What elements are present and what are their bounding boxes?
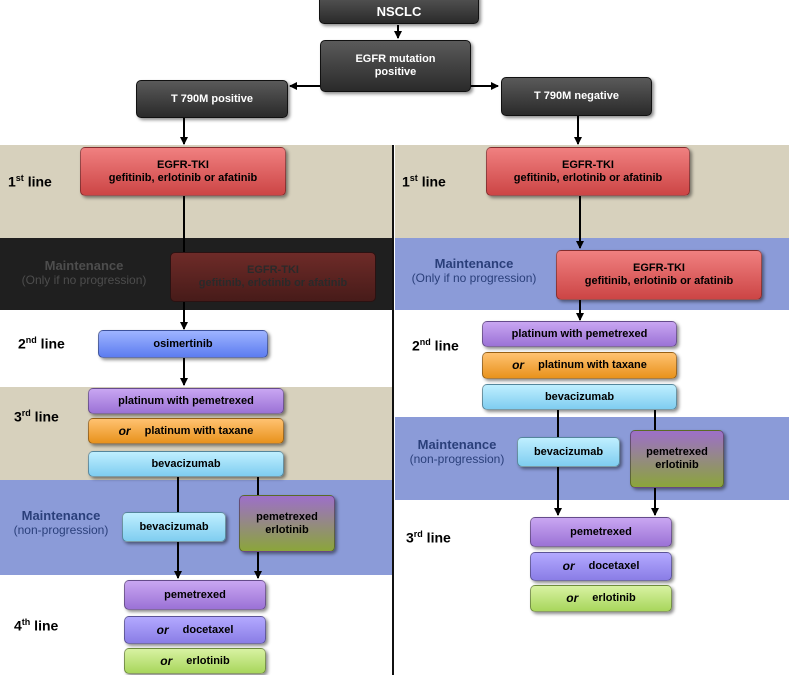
right-egfr-tki-box: EGFR-TKI gefitinib, erlotinib or afatini… <box>486 147 690 196</box>
right-third-line-label: 3rd line <box>406 529 451 546</box>
column-divider <box>392 145 394 675</box>
left-maintenance-faded-label: Maintenance (Only if no progression) <box>21 258 147 287</box>
egfr-mutation-label-1: EGFR mutation <box>355 53 436 65</box>
t790m-negative-box: T 790M negative <box>501 77 652 116</box>
right-pemetrexed-box: pemetrexed <box>530 517 672 547</box>
t790m-positive-box: T 790M positive <box>136 80 288 118</box>
right-maintenance-label: Maintenance (non-progression) <box>409 437 505 466</box>
egfr-mutation-box: EGFR mutation positive <box>320 40 471 92</box>
right-maint-egfr-tki-box: EGFR-TKI gefitinib, erlotinib or afatini… <box>556 250 762 300</box>
left-maint-bevacizumab-box: bevacizumab <box>122 512 226 542</box>
left-platinum-pemetrexed-box: platinum with pemetrexed <box>88 388 284 414</box>
right-first-line-label: 1st line <box>402 173 446 190</box>
left-fourth-line-label: 4th line <box>14 617 59 634</box>
t790m-negative-label: T 790M negative <box>534 90 619 102</box>
left-maint-pemetrexed-erlotinib-box: pemetrexed erlotinib <box>239 495 335 552</box>
left-egfr-tki-title: EGFR-TKI <box>157 158 209 171</box>
nsclc-box: NSCLC <box>319 0 479 24</box>
left-maint-egfr-tki-drugs: gefitinib, erlotinib or afatinib <box>198 277 348 289</box>
left-first-line-label: 1st line <box>8 173 52 190</box>
right-bevacizumab-box: bevacizumab <box>482 384 677 410</box>
left-second-line-label: 2nd line <box>18 335 65 352</box>
left-egfr-tki-drugs: gefitinib, erlotinib or afatinib <box>108 171 258 184</box>
left-maint-egfr-tki-box: EGFR-TKI gefitinib, erlotinib or afatini… <box>170 252 376 302</box>
right-platinum-pemetrexed-box: platinum with pemetrexed <box>482 321 677 347</box>
right-maint-pemetrexed-erlotinib-box: pemetrexed erlotinib <box>630 430 724 488</box>
left-maint-egfr-tki-title: EGFR-TKI <box>247 264 299 276</box>
right-maint-bevacizumab-box: bevacizumab <box>517 437 620 467</box>
nsclc-label: NSCLC <box>376 3 422 19</box>
t790m-positive-label: T 790M positive <box>171 92 253 105</box>
egfr-mutation-label-2: positive <box>374 66 417 78</box>
left-bevacizumab-box: bevacizumab <box>88 451 284 477</box>
osimertinib-box: osimertinib <box>98 330 268 358</box>
left-egfr-tki-box: EGFR-TKI gefitinib, erlotinib or afatini… <box>80 147 286 196</box>
left-third-line-label: 3rd line <box>14 408 59 425</box>
left-pemetrexed-box: pemetrexed <box>124 580 266 610</box>
right-maintenance-tki-label: Maintenance (Only if no progression) <box>411 256 537 285</box>
right-second-line-label: 2nd line <box>412 337 459 354</box>
osimertinib-label: osimertinib <box>153 337 213 350</box>
left-maintenance-label: Maintenance (non-progression) <box>13 508 109 537</box>
